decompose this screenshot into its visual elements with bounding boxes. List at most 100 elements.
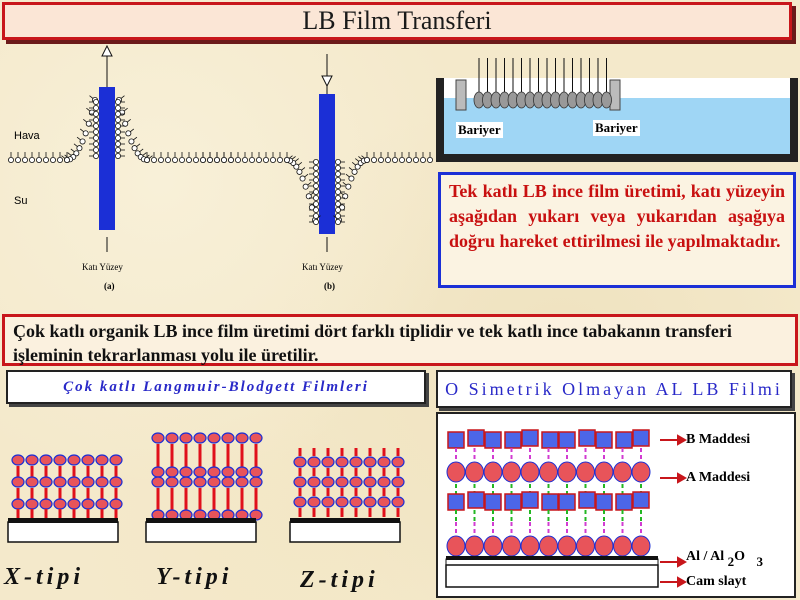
z-head — [293, 456, 307, 468]
surfactant-head — [351, 168, 358, 175]
b-molecule — [558, 431, 576, 449]
surfactant-head — [82, 130, 89, 137]
b-molecule — [447, 493, 465, 511]
al-film-panel: B Maddesi A Maddesi Al / Al 2O 3 Cam sla… — [436, 412, 796, 598]
surfactant-head — [241, 157, 248, 164]
surfactant-head — [115, 111, 122, 118]
surfactant-tail — [295, 158, 299, 162]
surfactant-head — [348, 175, 355, 182]
surfactant-tail — [291, 156, 296, 160]
surfactant-tail — [345, 173, 350, 178]
solid-surface-label-b: Katı Yüzey — [302, 262, 343, 272]
surfactant-head — [134, 150, 141, 157]
b-molecule — [615, 431, 633, 449]
z-head — [377, 496, 391, 508]
surfactant-head — [93, 123, 100, 130]
a-molecule — [483, 535, 503, 557]
a-molecule — [557, 535, 577, 557]
surfactant-head — [50, 157, 57, 164]
surfactant-head — [412, 157, 419, 164]
solid-surface-label-a: Katı Yüzey — [82, 262, 123, 272]
surfactant-head — [255, 157, 262, 164]
x-head — [39, 498, 53, 510]
b-molecule — [541, 493, 559, 511]
alumina-label: Al / Al 2O 3 — [686, 548, 763, 569]
b-molecule — [504, 431, 522, 449]
b-molecule — [578, 429, 596, 447]
z-head — [335, 456, 349, 468]
surfactant-head — [398, 157, 405, 164]
a-molecule — [613, 461, 632, 483]
z-head — [321, 496, 335, 508]
y-head — [179, 466, 193, 478]
surfactant-head — [115, 123, 122, 130]
x-head — [53, 476, 67, 488]
surfactant-head — [305, 193, 312, 200]
surfactant-head — [391, 157, 398, 164]
surfactant-tail — [288, 155, 293, 159]
x-head — [81, 454, 95, 466]
surfactant-tail — [348, 167, 353, 171]
surfactant-head — [377, 157, 384, 164]
surfactant-tail — [76, 136, 81, 141]
z-head — [391, 496, 405, 508]
surfactant-head — [115, 105, 122, 112]
surfactant-head — [199, 157, 206, 164]
a-molecule — [502, 535, 521, 557]
surfactant-head — [164, 157, 171, 164]
surfactant-head — [14, 157, 21, 164]
b-molecule — [521, 429, 539, 447]
b-substance-label: B Maddesi — [686, 432, 751, 447]
surfactant-head — [312, 182, 319, 189]
y-head — [249, 432, 263, 444]
multilayer-description: Çok katlı organik LB ince film üretimi d… — [2, 314, 798, 366]
trough-head — [601, 91, 612, 109]
multilayer-lb-heading: Çok katlı Langmuir-Blodgett Filmleri — [6, 370, 426, 404]
alumina-subscript-3: 3 — [756, 554, 764, 569]
surfactant-tail — [136, 143, 141, 147]
multilayer-lb-title: Çok katlı Langmuir-Blodgett Filmleri — [63, 378, 369, 395]
alumina-subscript-2: 2 — [727, 554, 735, 569]
surfactant-tail — [301, 167, 306, 171]
surfactant-head — [128, 138, 135, 145]
surfactant-head — [345, 183, 352, 190]
surfactant-tail — [61, 155, 66, 159]
surfactant-tail — [148, 155, 153, 159]
x-head — [25, 454, 39, 466]
y-head — [165, 476, 179, 488]
a-molecule — [520, 535, 540, 557]
a-molecule — [576, 461, 595, 483]
x-head — [81, 476, 95, 488]
surfactant-head — [115, 117, 122, 124]
a-molecule — [594, 535, 614, 557]
page-title: LB Film Transferi — [302, 6, 492, 35]
a-molecule — [465, 535, 484, 557]
water-label: Su — [14, 195, 28, 207]
y-head — [151, 432, 165, 444]
a-molecule — [502, 461, 521, 483]
x-head — [109, 498, 123, 510]
film-types-figure — [7, 432, 405, 543]
b-molecule — [595, 431, 613, 449]
surfactant-head — [213, 157, 220, 164]
y-head — [193, 432, 207, 444]
a-molecule — [539, 461, 558, 483]
surfactant-tail — [133, 136, 138, 141]
surfactant-head — [227, 157, 234, 164]
x-head — [109, 476, 123, 488]
a-molecule — [446, 535, 466, 557]
surfactant-head — [150, 157, 157, 164]
surfactant-head — [125, 130, 132, 137]
x-head — [39, 476, 53, 488]
b-molecule — [558, 493, 576, 511]
surfactant-head — [354, 163, 361, 170]
x-type-label: X-tipi — [4, 564, 85, 590]
surfactant-head — [299, 175, 306, 182]
surfactant-head — [143, 157, 150, 164]
single-layer-description: Tek katlı LB ince film üretimi, katı yüz… — [438, 172, 796, 288]
z-head — [335, 476, 349, 488]
surfactant-head — [28, 157, 35, 164]
surfactant-head — [334, 188, 341, 195]
a-molecule — [631, 461, 651, 483]
b-molecule — [595, 493, 613, 511]
